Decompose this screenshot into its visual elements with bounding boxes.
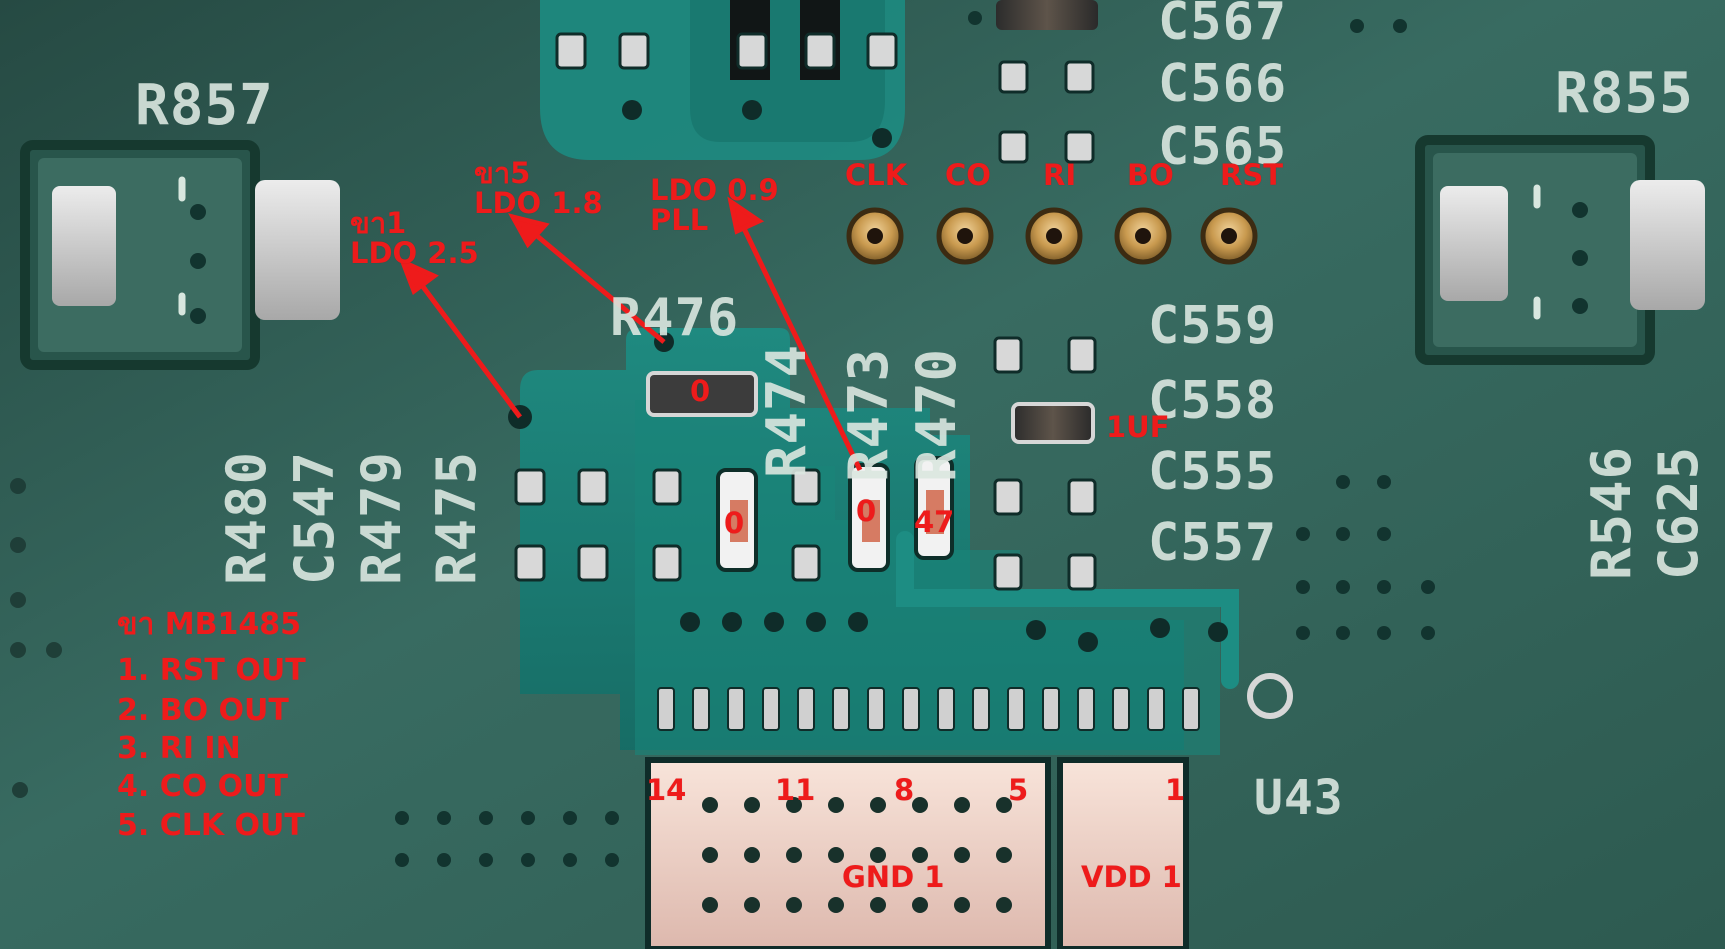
legend-item-2: 2. BO OUT	[117, 693, 289, 728]
top-label-rst: RST	[1220, 158, 1283, 192]
value-1uf: 1UF	[1106, 410, 1170, 444]
silk-r855: R855	[1555, 61, 1694, 126]
legend-item-4: 4. CO OUT	[117, 769, 289, 804]
legend-item-1: 1. RST OUT	[117, 653, 306, 688]
pin1-annotation: ขา1 LDO 2.5	[350, 206, 479, 271]
silk-c567: C567	[1158, 0, 1288, 52]
value-zero-right: 0	[856, 494, 877, 528]
top-label-co: CO	[945, 158, 991, 192]
silk-r475: R475	[425, 450, 488, 585]
top-label-bo: BO	[1127, 158, 1174, 192]
pll-annotation: LDO 0.9 PLL	[650, 173, 779, 238]
pad-number-5: 5	[1008, 773, 1029, 807]
value-zero-top: 0	[690, 374, 711, 408]
value-47: 47	[914, 505, 955, 539]
silk-c547: C547	[283, 450, 346, 585]
silk-c625: C625	[1647, 445, 1710, 580]
top-label-ri: RI	[1043, 158, 1077, 192]
pad-number-14: 14	[646, 773, 687, 807]
pad-number-8: 8	[894, 773, 915, 807]
silk-c555: C555	[1148, 442, 1278, 502]
silk-c557: C557	[1148, 513, 1278, 573]
legend-item-3: 3. RI IN	[117, 731, 241, 766]
value-zero-mid: 0	[724, 506, 745, 540]
vdd-label: VDD 1	[1081, 860, 1182, 894]
legend-title: ขา MB1485	[117, 607, 302, 642]
silk-r474: R474	[755, 343, 818, 478]
silk-r476: R476	[610, 288, 740, 348]
silk-c565: C565	[1158, 117, 1288, 177]
silk-r479: R479	[350, 450, 413, 585]
silk-c559: C559	[1148, 296, 1278, 356]
pad-number-11: 11	[775, 773, 816, 807]
pin5-annotation: ขา5 LDO 1.8	[474, 156, 603, 221]
silk-r480: R480	[215, 450, 278, 585]
silk-r470: R470	[905, 347, 968, 482]
silk-c566: C566	[1158, 54, 1288, 114]
gnd-label: GND 1	[842, 860, 945, 894]
pad-number-1: 1	[1165, 773, 1186, 807]
top-label-clk: CLK	[845, 158, 908, 192]
silk-u43: U43	[1254, 770, 1344, 826]
silk-r857: R857	[135, 73, 274, 138]
silk-r473: R473	[837, 347, 900, 482]
silk-r546: R546	[1580, 445, 1643, 580]
legend-item-5: 5. CLK OUT	[117, 808, 305, 843]
silk-c558: C558	[1148, 371, 1278, 431]
